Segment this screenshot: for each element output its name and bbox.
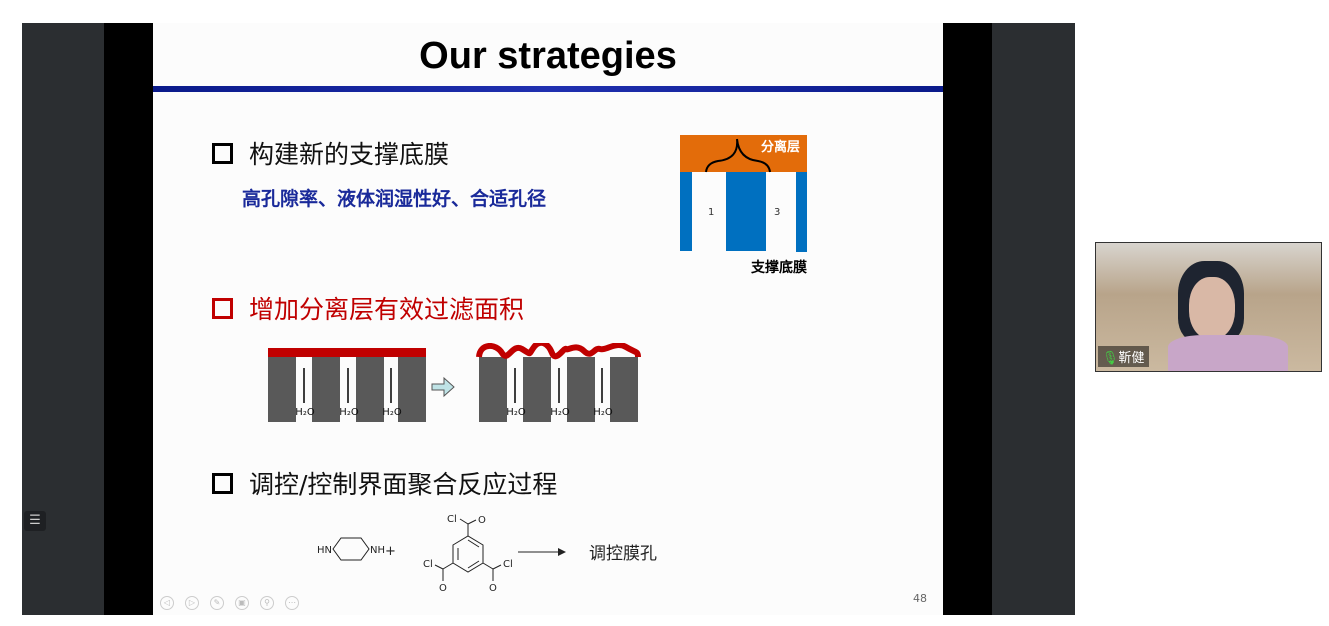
square-bullet-icon <box>212 298 233 319</box>
svg-text:+: + <box>385 544 396 559</box>
svg-text:3: 3 <box>774 207 780 218</box>
svg-text:H₂O: H₂O <box>295 407 315 418</box>
participant-name: 🎙靳健 <box>1098 346 1149 367</box>
slide-title: Our strategies <box>419 35 677 77</box>
participant-video[interactable]: 🎙靳健 <box>1095 242 1322 372</box>
slide: Our strategies 构建新的支撑底膜 高孔隙率、液体润湿性好、合适孔径… <box>153 23 943 615</box>
zoom-icon[interactable]: ⚲ <box>260 596 274 610</box>
svg-text:Cl: Cl <box>503 559 513 570</box>
pen-icon[interactable]: ✎ <box>210 596 224 610</box>
next-icon[interactable]: ▷ <box>185 596 199 610</box>
letterbox-right <box>943 23 992 615</box>
svg-text:H₂O: H₂O <box>506 407 526 418</box>
svg-text:O: O <box>439 583 447 594</box>
support-membrane-diagram: 分离层 1 3 支撑底膜 <box>680 135 807 276</box>
svg-text:O: O <box>478 515 486 526</box>
bullet-3: 调控/控制界面聚合反应过程 <box>212 465 557 501</box>
svg-text:Cl: Cl <box>447 514 457 525</box>
svg-text:Cl: Cl <box>423 559 433 570</box>
square-bullet-icon <box>212 473 233 494</box>
svg-text:HN: HN <box>317 545 332 556</box>
bullet-2: 增加分离层有效过滤面积 <box>212 290 524 326</box>
page-number: 48 <box>913 592 927 605</box>
svg-text:H₂O: H₂O <box>550 407 570 418</box>
list-menu-icon[interactable]: ☰ <box>24 511 46 531</box>
svg-text:1: 1 <box>708 207 714 218</box>
letterbox-left <box>104 23 153 615</box>
svg-text:H₂O: H₂O <box>339 407 359 418</box>
svg-text:O: O <box>489 583 497 594</box>
previous-icon[interactable]: ◁ <box>160 596 174 610</box>
camera-icon[interactable]: ▣ <box>235 596 249 610</box>
svg-text:NH: NH <box>370 545 385 556</box>
bullet-1: 构建新的支撑底膜 <box>212 135 449 171</box>
microphone-icon: 🎙 <box>1102 351 1119 366</box>
more-icon[interactable]: ⋯ <box>285 596 299 610</box>
svg-text:分离层: 分离层 <box>761 139 800 155</box>
bullet-1-sub: 高孔隙率、液体润湿性好、合适孔径 <box>242 188 547 210</box>
svg-text:H₂O: H₂O <box>593 407 613 418</box>
filtration-area-diagram: H₂O H₂O H₂O H₂O H₂O H₂O <box>268 343 641 422</box>
square-bullet-icon <box>212 143 233 164</box>
svg-text:支撑底膜: 支撑底膜 <box>750 259 807 276</box>
title-rule <box>153 86 943 92</box>
svg-text:H₂O: H₂O <box>382 407 402 418</box>
svg-text:调控膜孔: 调控膜孔 <box>589 544 657 564</box>
